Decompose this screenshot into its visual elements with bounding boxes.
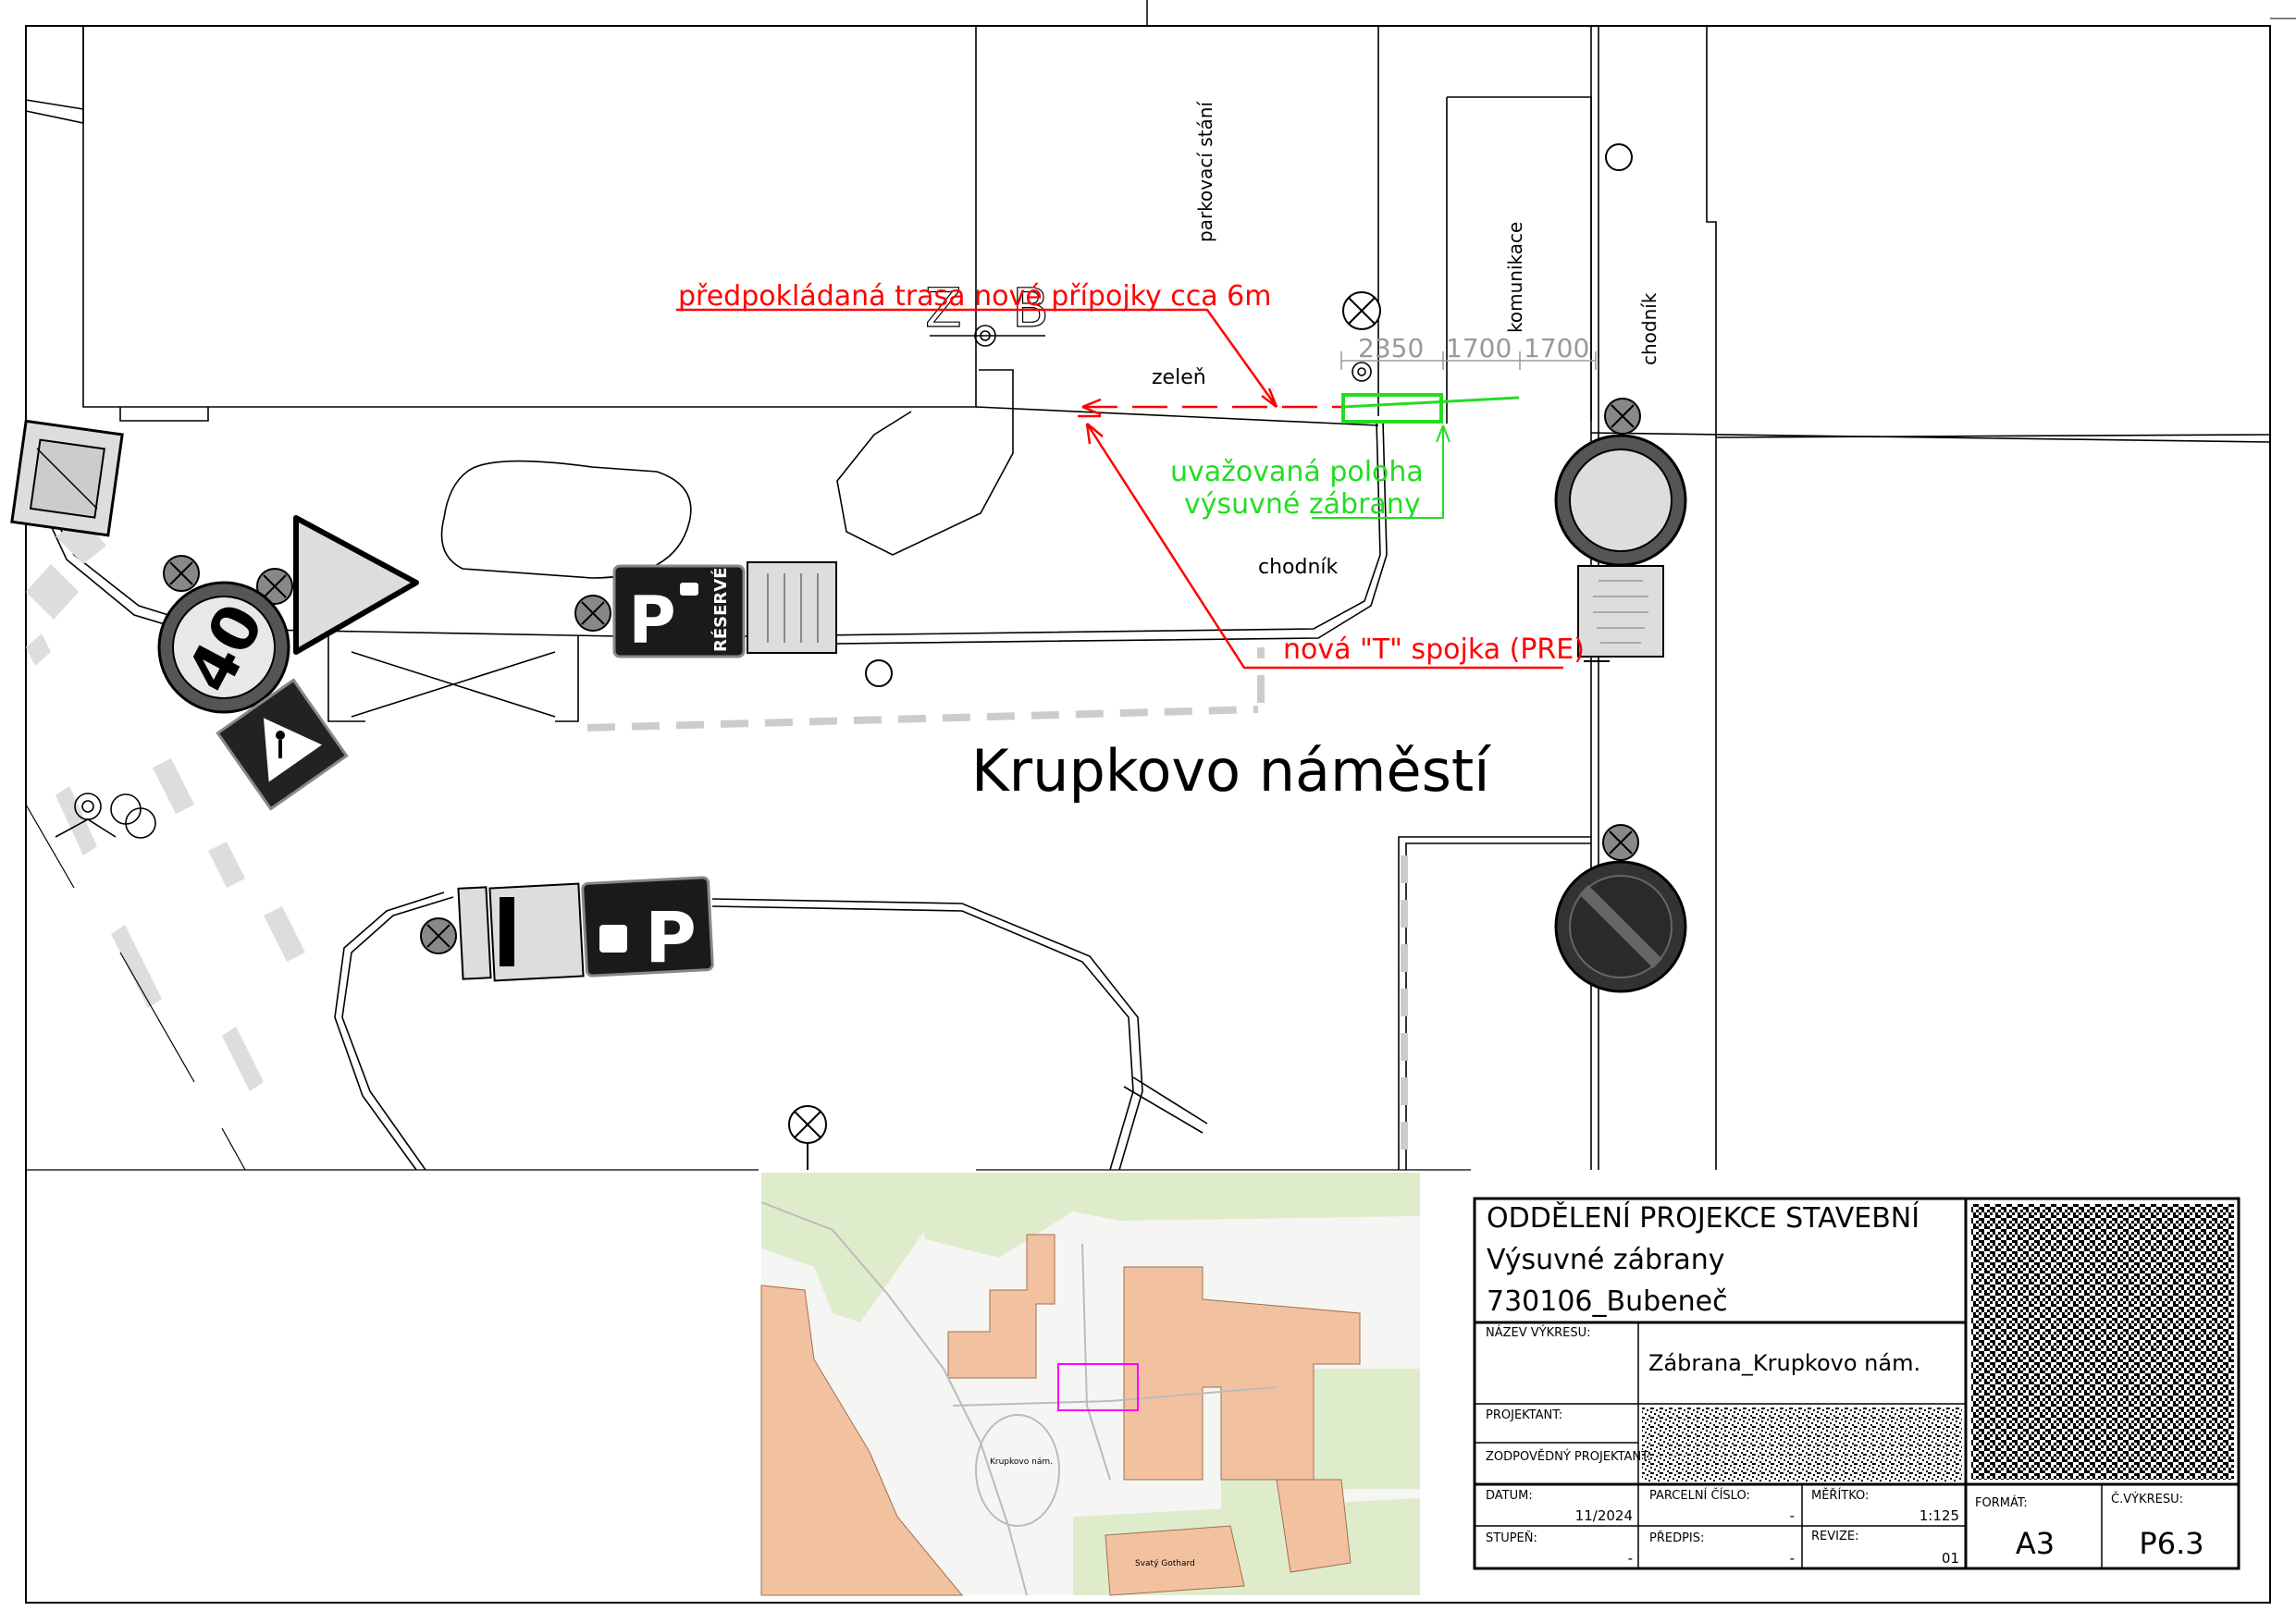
road-label: komunikace [1504, 222, 1526, 333]
parcel-value: - [1789, 1507, 1795, 1524]
street-pole-icon [865, 143, 1633, 687]
designer-label: PROJEKTANT: [1486, 1408, 1563, 1422]
revision-value: 01 [1941, 1550, 1959, 1567]
barrier-annotation-2: výsuvné zábrany [1184, 488, 1421, 521]
section-mark-label: Z B [925, 277, 1066, 339]
sheet-number: P6.3 [2139, 1526, 2204, 1561]
dimension-value: 1700 [1446, 333, 1512, 363]
drawing-name: Zábrana_Krupkovo nám. [1648, 1350, 1921, 1376]
route-annotation: předpokládaná trasa nové přípojky cca 6m [678, 280, 1271, 313]
speed-limit-sign: 40 [157, 581, 290, 714]
no-entry-sign [1554, 434, 1687, 567]
barrier-annotation-1: uvažovaná poloha [1170, 456, 1424, 488]
regulation-value: - [1789, 1550, 1795, 1567]
title-block [1473, 1197, 2240, 1570]
responsible-designer-label: ZODPOVĚDNÝ PROJEKTANT: [1486, 1450, 1652, 1464]
road-lane-lines [25, 804, 246, 1171]
location-minimap: Krupkovo nám. Svatý Gothard [760, 1173, 1420, 1596]
dashed-boundary [586, 647, 1408, 1161]
parking-reserve-sign: P RÉSERVÉ [612, 561, 837, 658]
parking-label: parkovací stání [1194, 101, 1216, 242]
parking-letter-1: P [628, 583, 675, 658]
stage-value: - [1627, 1550, 1633, 1567]
date-label: DATUM: [1486, 1489, 1533, 1503]
project-name: Výsuvné zábrany [1487, 1244, 1725, 1276]
barrier-position [1312, 393, 1520, 519]
date-value: 11/2024 [1574, 1507, 1633, 1524]
scale-value: 1:125 [1919, 1507, 1959, 1524]
greenery-label: zeleň [1152, 366, 1206, 389]
parcel-label: PARCELNÍ ČÍSLO: [1649, 1489, 1750, 1503]
format-label: FORMÁT: [1975, 1496, 2028, 1510]
parking-sign-lower: P [457, 876, 714, 982]
department-title: ODDĚLENÍ PROJEKCE STAVEBNÍ [1487, 1202, 1920, 1235]
minimap-church-label: Svatý Gothard [1135, 1559, 1195, 1568]
sidewalk-right-label: chodník [1638, 292, 1660, 365]
reserve-text: RÉSERVÉ [710, 567, 731, 652]
minimap-square-label: Krupkovo nám. [990, 1457, 1053, 1467]
sign-square-left [10, 419, 124, 537]
regulation-label: PŘEDPIS: [1649, 1531, 1705, 1545]
scale-label: MĚŘÍTKO: [1811, 1489, 1870, 1503]
drawing-name-label: NÁZEV VÝKRESU: [1486, 1326, 1591, 1340]
dimension-value: 1700 [1524, 333, 1589, 363]
joint-annotation: nová "T" spojka (PRE) [1283, 633, 1585, 666]
no-parking-sign [1554, 860, 1687, 993]
dimension-value: 2350 [1358, 333, 1424, 363]
sidewalk-main-label: chodník [1258, 556, 1339, 579]
parking-letter-2: P [645, 896, 697, 978]
stage-label: STUPEŇ: [1486, 1531, 1537, 1545]
dimension-line [1340, 351, 1597, 370]
project-code: 730106_Bubeneč [1487, 1285, 1728, 1318]
square-name: Krupkovo náměstí [971, 737, 1491, 805]
new-connection-route [676, 308, 1563, 670]
yield-sign [293, 515, 419, 655]
sign-post-icon [163, 398, 1641, 954]
revision-label: REVIZE: [1811, 1530, 1859, 1543]
pedestrian-crossing-sign [216, 678, 349, 811]
format-value: A3 [2015, 1526, 2055, 1561]
street-lamp-icon [788, 291, 1381, 1170]
supplementary-plate [1577, 565, 1664, 658]
sheet-number-label: Č.VÝKRESU: [2111, 1493, 2183, 1506]
